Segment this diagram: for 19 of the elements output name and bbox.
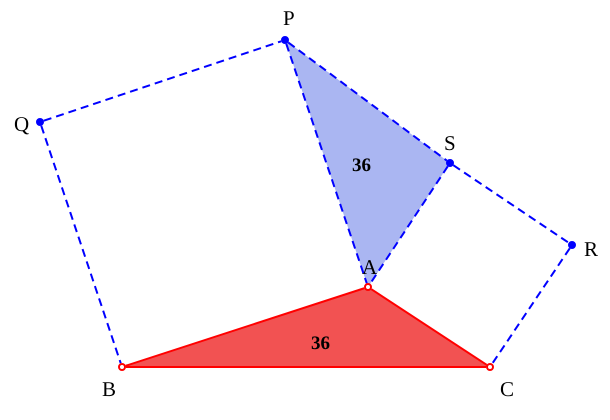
point-label: B	[102, 379, 116, 400]
area-label: 36	[311, 334, 330, 353]
dashed-line	[43, 40, 282, 122]
dashed-line	[288, 42, 448, 162]
point-label: Q	[14, 114, 30, 135]
point-label: P	[283, 8, 295, 29]
line-segment	[126, 287, 364, 367]
dashed-line	[452, 164, 570, 244]
dashed-line	[40, 125, 122, 364]
dashed-line	[369, 166, 449, 284]
point-label: S	[444, 133, 456, 154]
dashed-line	[285, 43, 368, 284]
area-label: 36	[352, 156, 371, 175]
line-segment	[126, 366, 486, 368]
line-segment	[370, 288, 488, 366]
point-label: A	[362, 257, 378, 278]
point-label: R	[584, 239, 598, 260]
point-label: C	[500, 379, 514, 400]
dashed-line	[491, 248, 571, 364]
